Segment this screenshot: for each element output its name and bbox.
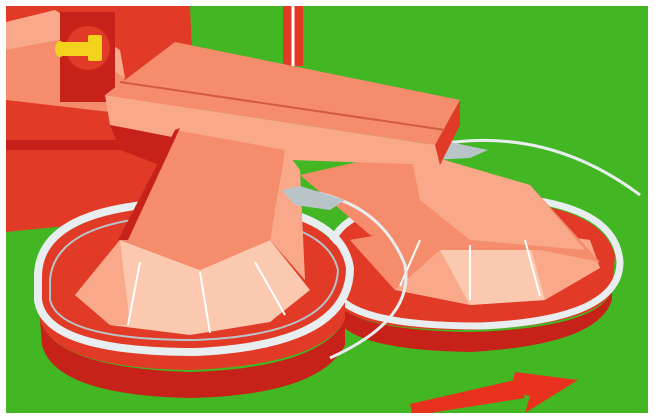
white-margin-right	[648, 0, 655, 419]
white-margin-left	[0, 0, 6, 419]
white-margin-bottom	[0, 413, 655, 419]
white-margin-top	[0, 0, 655, 6]
bolt-head	[88, 35, 102, 61]
bolt-tip	[55, 41, 65, 57]
